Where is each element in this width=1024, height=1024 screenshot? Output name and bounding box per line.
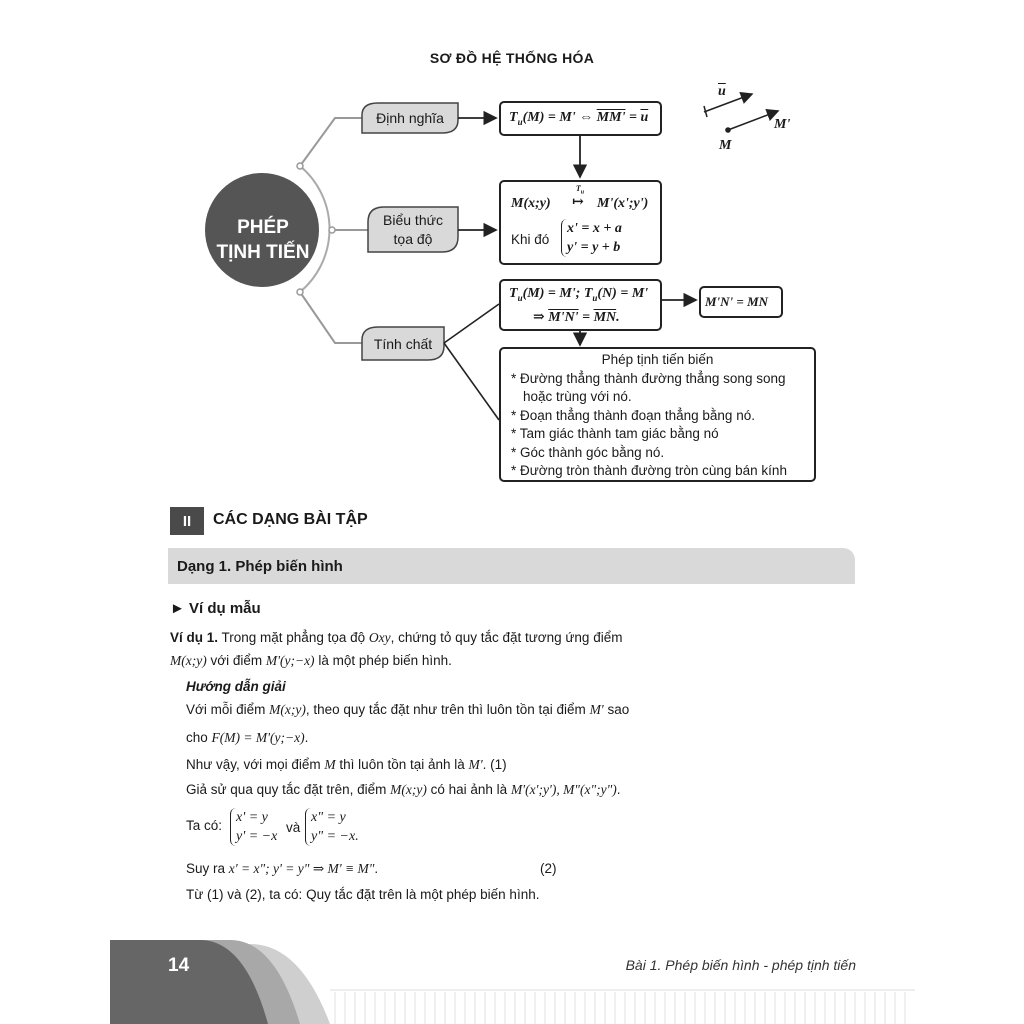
dang-title-bar: Dạng 1. Phép biến hình <box>168 548 855 584</box>
result-box: M'N' = MN <box>699 286 783 318</box>
properties-heading: Phép tịnh tiến biến <box>601 352 714 367</box>
page-title: SƠ ĐỒ HỆ THỐNG HÓA <box>429 50 595 66</box>
section-title: CÁC DẠNG BÀI TẬP <box>213 511 368 528</box>
example-line-1: Ví dụ 1. Trong mặt phẳng tọa độ Oxy, chứ… <box>170 630 623 645</box>
page-number: 14 <box>168 955 190 976</box>
property-item: * Đường tròn thành đường tròn cùng bán k… <box>511 463 787 478</box>
branch-node-3 <box>361 326 445 361</box>
equation-tag-2: (2) <box>540 861 557 876</box>
solution-line-3: Như vậy, với mọi điểm M thì luôn tồn tại… <box>186 757 507 772</box>
connector-3 <box>299 291 363 344</box>
property-item: * Tam giác thành tam giác bằng nó <box>511 426 719 441</box>
branch-node-1 <box>361 102 459 134</box>
definition-box: Tu(M) = M' ⇔ MM' = u <box>499 101 662 136</box>
property-item: * Góc thành góc bằng nó. <box>511 444 665 460</box>
vector-u-label: u <box>718 84 726 99</box>
solution-ta-co: Ta có: <box>186 818 223 833</box>
footer-chapter-title: Bài 1. Phép biến hình - phép tịnh tiến <box>625 957 856 973</box>
section-number: II <box>170 507 204 535</box>
solution-line-6: Suy ra x' = x"; y' = y" ⇒ M' ≡ M". <box>186 861 379 876</box>
point-m-label: M <box>719 138 732 153</box>
solution-conclusion: Từ (1) và (2), ta có: Quy tắc đặt trên l… <box>186 887 540 902</box>
properties-list: * Đường thẳng thành đường thẳng song son… <box>511 370 804 481</box>
property-item: * Đoạn thẳng thành đoạn thẳng bằng nó. <box>511 407 755 423</box>
property-item: * Đường thẳng thành đường thẳng song son… <box>511 370 786 405</box>
solution-line-1: Với mỗi điểm M(x;y), theo quy tắc đặt nh… <box>186 702 630 717</box>
system-2: x" = y y" = −x. <box>305 808 359 846</box>
branch-property-label: Tính chất <box>373 336 433 352</box>
solution-line-2: cho F(M) = M'(y;−x). <box>186 730 309 745</box>
point-m-prime-label: M' <box>774 117 791 132</box>
example-heading: ► Ví dụ mẫu <box>170 600 261 617</box>
properties-list-box: Phép tịnh tiến biến * Đường thẳng thành … <box>499 347 816 482</box>
coordinate-box: M(x;y) Tu ↦ M'(x';y') Khi đó x' = x + a … <box>499 180 662 265</box>
branch-definition-label: Định nghĩa <box>376 110 444 126</box>
branch-node-2 <box>367 206 459 253</box>
example-line-2: M(x;y) với điểm M'(y;−x) là một phép biế… <box>170 653 452 668</box>
solution-guide-heading: Hướng dẫn giải <box>186 679 286 694</box>
system-1: x' = y y' = −x <box>230 808 277 846</box>
solution-line-4: Giả sử qua quy tắc đặt trên, điểm M(x;y)… <box>186 782 621 797</box>
point-m-dot <box>725 127 731 133</box>
connector-1 <box>299 117 363 167</box>
footer-band <box>110 940 915 1024</box>
center-circle <box>205 173 319 287</box>
property-formula-box: Tu(M) = M'; Tu(N) = M' ⇒ M'N' = MN. <box>499 279 662 331</box>
system-and: và <box>286 820 301 835</box>
mindmap-diagram <box>205 91 780 421</box>
